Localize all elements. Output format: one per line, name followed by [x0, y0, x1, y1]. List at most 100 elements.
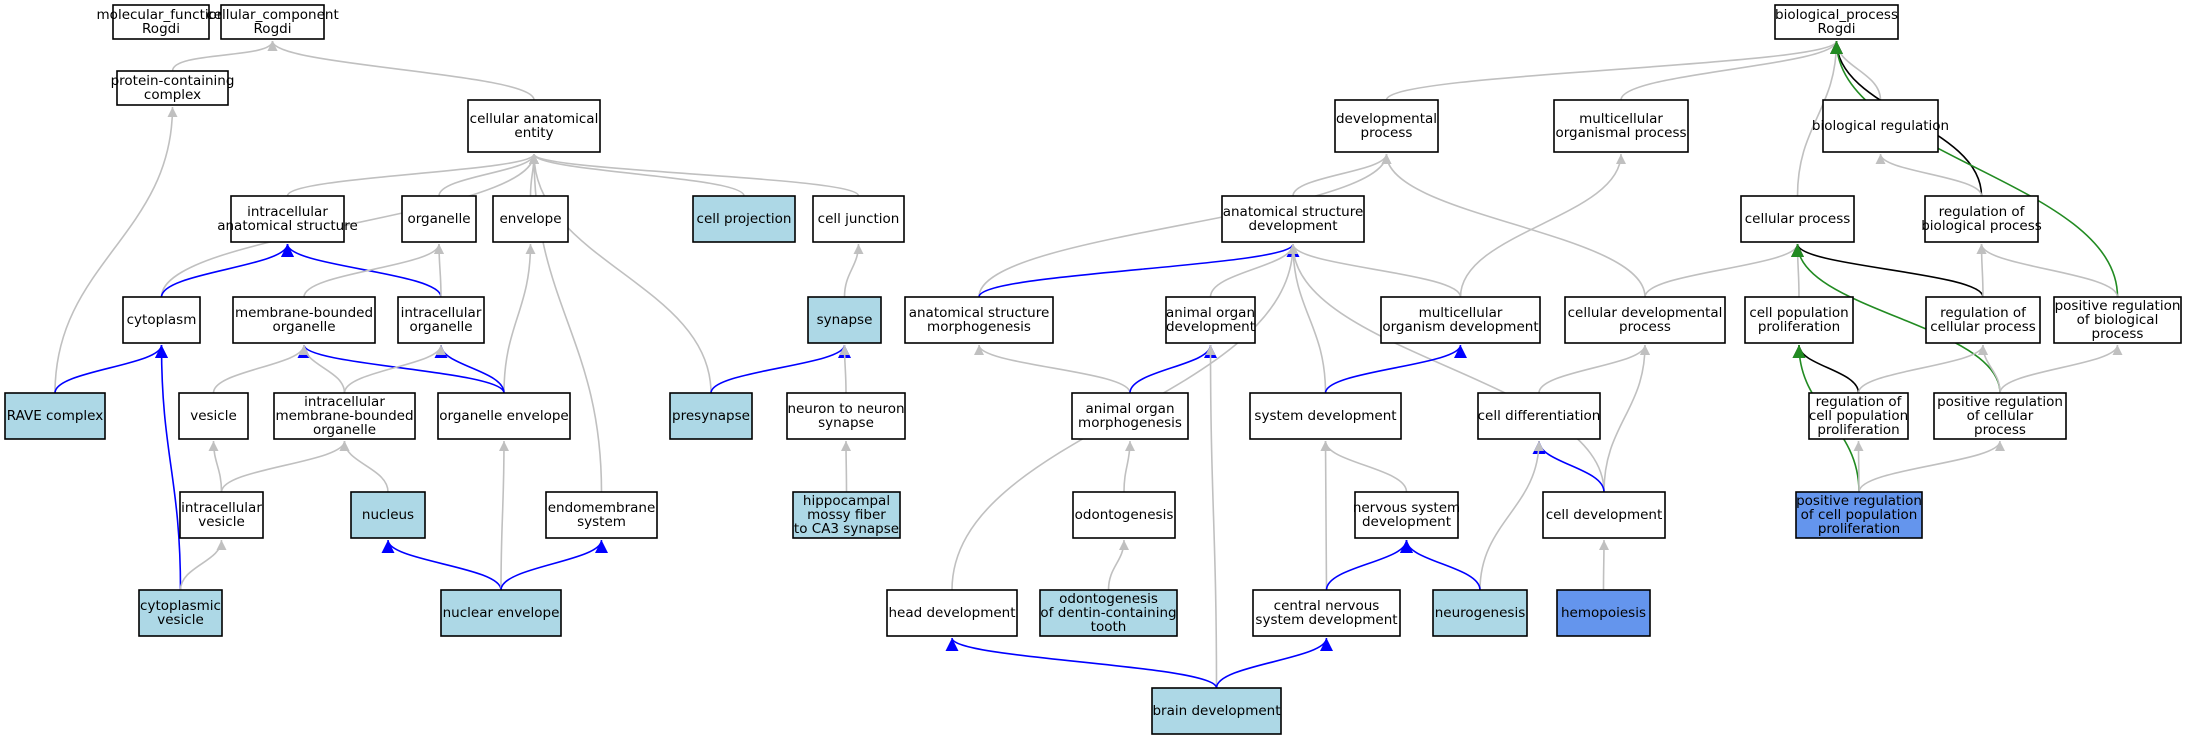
edge-line	[286, 153, 539, 197]
node-label-line: synapse	[817, 312, 873, 328]
node-label-line: cellular process	[1745, 211, 1851, 227]
go-term-node-vesicle[interactable]: vesicle	[178, 392, 249, 440]
edge-hemo-to-celldev	[1598, 539, 1609, 591]
edge-braindev-to-aod	[1205, 344, 1218, 689]
go-term-node-cjunc[interactable]: cell junction	[812, 195, 905, 243]
edge-pcc-to-cc	[171, 40, 278, 72]
edge-line	[1620, 40, 1842, 101]
edge-line	[529, 153, 745, 197]
go-term-node-odonto[interactable]: odontogenesis	[1072, 491, 1176, 539]
node-label-line: intracellular	[247, 204, 328, 220]
go-term-node-celldev[interactable]: cell development	[1542, 491, 1666, 539]
go-term-node-cproj[interactable]: cell projection	[692, 195, 796, 243]
node-box	[1380, 296, 1541, 344]
go-term-node-cellp[interactable]: cellular process	[1740, 195, 1855, 243]
edge-line	[1400, 539, 1481, 591]
node-box	[179, 491, 264, 539]
edge-presyn-to-cae	[529, 153, 712, 394]
go-term-node-sysdev[interactable]: system development	[1249, 392, 1402, 440]
node-label-line: vesicle	[190, 408, 237, 424]
node-label-line: animal organ	[1085, 401, 1174, 417]
node-box	[1354, 491, 1459, 539]
go-term-node-nenv[interactable]: nuclear envelope	[440, 589, 562, 637]
go-term-node-envelope[interactable]: envelope	[492, 195, 569, 243]
node-box	[1039, 589, 1178, 637]
go-term-node-cdiff[interactable]: cell differentiation	[1477, 392, 1601, 440]
go-term-node-synapse[interactable]: synapse	[807, 296, 882, 344]
node-label-line: intracellular	[304, 394, 385, 410]
go-term-node-headdev[interactable]: head development	[886, 589, 1018, 637]
node-box	[401, 195, 477, 243]
node-box	[440, 589, 562, 637]
go-term-node-organelle[interactable]: organelle	[401, 195, 477, 243]
edge-line	[1381, 153, 1646, 298]
node-box	[1553, 99, 1689, 153]
node-label-line: tooth	[1091, 619, 1127, 635]
go-term-node-neurogen[interactable]: neurogenesis	[1432, 589, 1528, 637]
edge-line	[945, 637, 1218, 689]
node-label-line: cellular_component	[206, 7, 338, 23]
node-label-line: biological process	[1921, 218, 2042, 234]
edge-line	[1385, 40, 1842, 101]
node-box	[232, 296, 376, 344]
node-box	[1477, 392, 1601, 440]
edge-cae-to-cc	[267, 40, 535, 101]
edge-line	[1978, 344, 2001, 394]
node-box	[1071, 392, 1189, 440]
node-box	[1249, 392, 1402, 440]
edge-nenv-to-endo	[500, 539, 608, 591]
edge-cellp-to-bp	[1796, 40, 1842, 197]
node-box	[786, 392, 906, 440]
node-label-line: protein-containing	[111, 73, 235, 89]
go-term-node-cytoplasm[interactable]: cytoplasm	[122, 296, 201, 344]
go-term-node-presyn[interactable]: presynapse	[669, 392, 753, 440]
edge-line	[267, 40, 535, 101]
edge-line	[978, 153, 1392, 298]
go-term-node-hemo[interactable]: hemopoiesis	[1556, 589, 1651, 637]
edge-line	[1107, 539, 1129, 591]
node-box	[1744, 296, 1854, 344]
node-label-line: proliferation	[1818, 521, 1900, 537]
go-term-node-oenv[interactable]: organelle envelope	[437, 392, 571, 440]
go-term-node-breg[interactable]: biological regulation	[1812, 99, 1949, 153]
go-term-node-nucleus[interactable]: nucleus	[350, 491, 426, 539]
go-term-node-braindev[interactable]: brain development	[1151, 687, 1282, 735]
edge-line	[160, 243, 294, 298]
go-term-node-rave[interactable]: RAVE complex	[4, 392, 106, 440]
node-label-line: head development	[888, 605, 1015, 621]
node-label-line: membrane-bounded	[235, 305, 373, 321]
edge-n2n-to-synapse	[839, 344, 850, 394]
